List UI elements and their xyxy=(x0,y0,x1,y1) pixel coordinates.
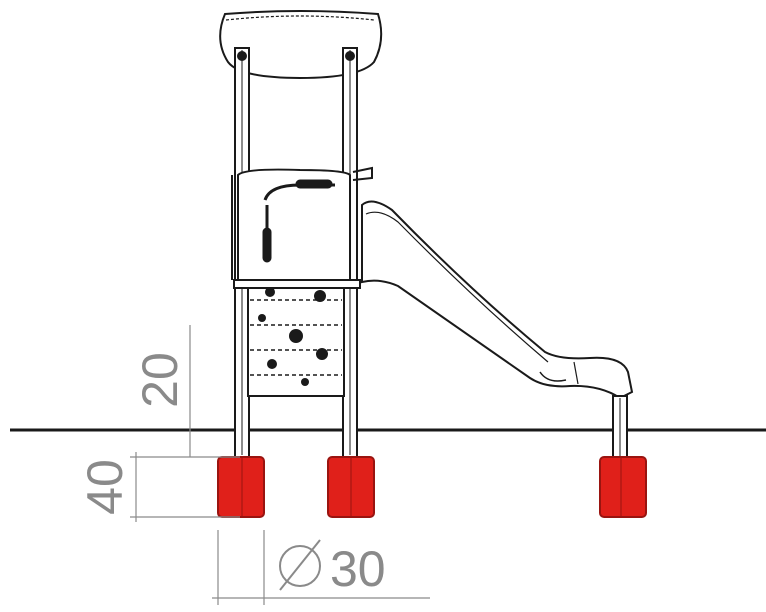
footing-right xyxy=(599,456,647,518)
footing-left xyxy=(217,456,265,518)
climbing-wall-panel xyxy=(247,287,345,397)
dimension-label-20: 20 xyxy=(132,352,188,408)
slide-chute xyxy=(361,200,634,459)
platform-deck xyxy=(233,279,361,289)
footing-middle xyxy=(327,456,375,518)
roof-canopy xyxy=(219,10,383,80)
dimension-label-40: 40 xyxy=(77,459,133,515)
climbing-holds xyxy=(258,287,328,386)
dimension-lines xyxy=(130,325,430,605)
upper-guard-panel xyxy=(231,166,373,281)
concrete-footings xyxy=(217,456,647,518)
diameter-icon xyxy=(279,539,321,591)
dimension-label-30: 30 xyxy=(330,541,386,597)
